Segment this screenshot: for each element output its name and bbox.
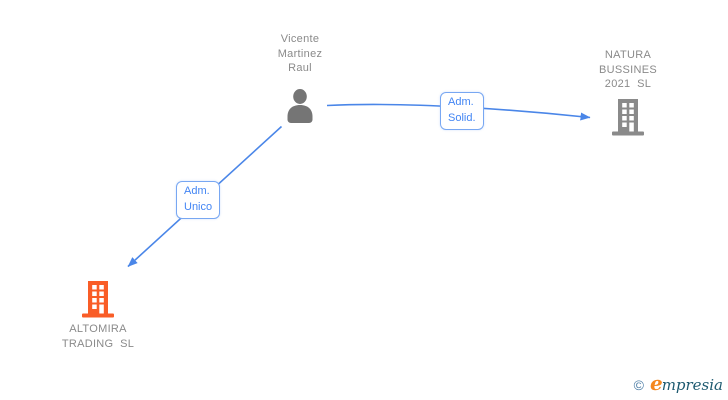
node-company-altomira-trading-sl[interactable]: ALTOMIRA TRADING SL	[50, 280, 146, 351]
node-person-vicente-martinez-raul[interactable]: Vicente Martinez Raul	[252, 32, 348, 123]
empresia-logo-initial: e	[649, 371, 663, 395]
node-company-natura-bussines-2021-sl[interactable]: NATURA BUSSINES 2021 SL	[580, 48, 676, 136]
building-icon	[612, 98, 644, 135]
edge-label-adm-solid: Adm. Solid.	[440, 92, 484, 130]
building-icon	[82, 281, 114, 318]
empresia-watermark: © e mpresia	[634, 371, 723, 395]
company-node-label: ALTOMIRA TRADING SL	[61, 323, 135, 350]
company-node-label: NATURA BUSSINES 2021 SL	[598, 49, 658, 90]
person-node-label: Vicente Martinez Raul	[277, 33, 323, 74]
edge-label-adm-unico: Adm. Unico	[176, 181, 221, 219]
person-icon	[287, 88, 313, 123]
empresia-logo-text: mpresia	[661, 376, 723, 394]
copyright-icon: ©	[633, 377, 644, 393]
